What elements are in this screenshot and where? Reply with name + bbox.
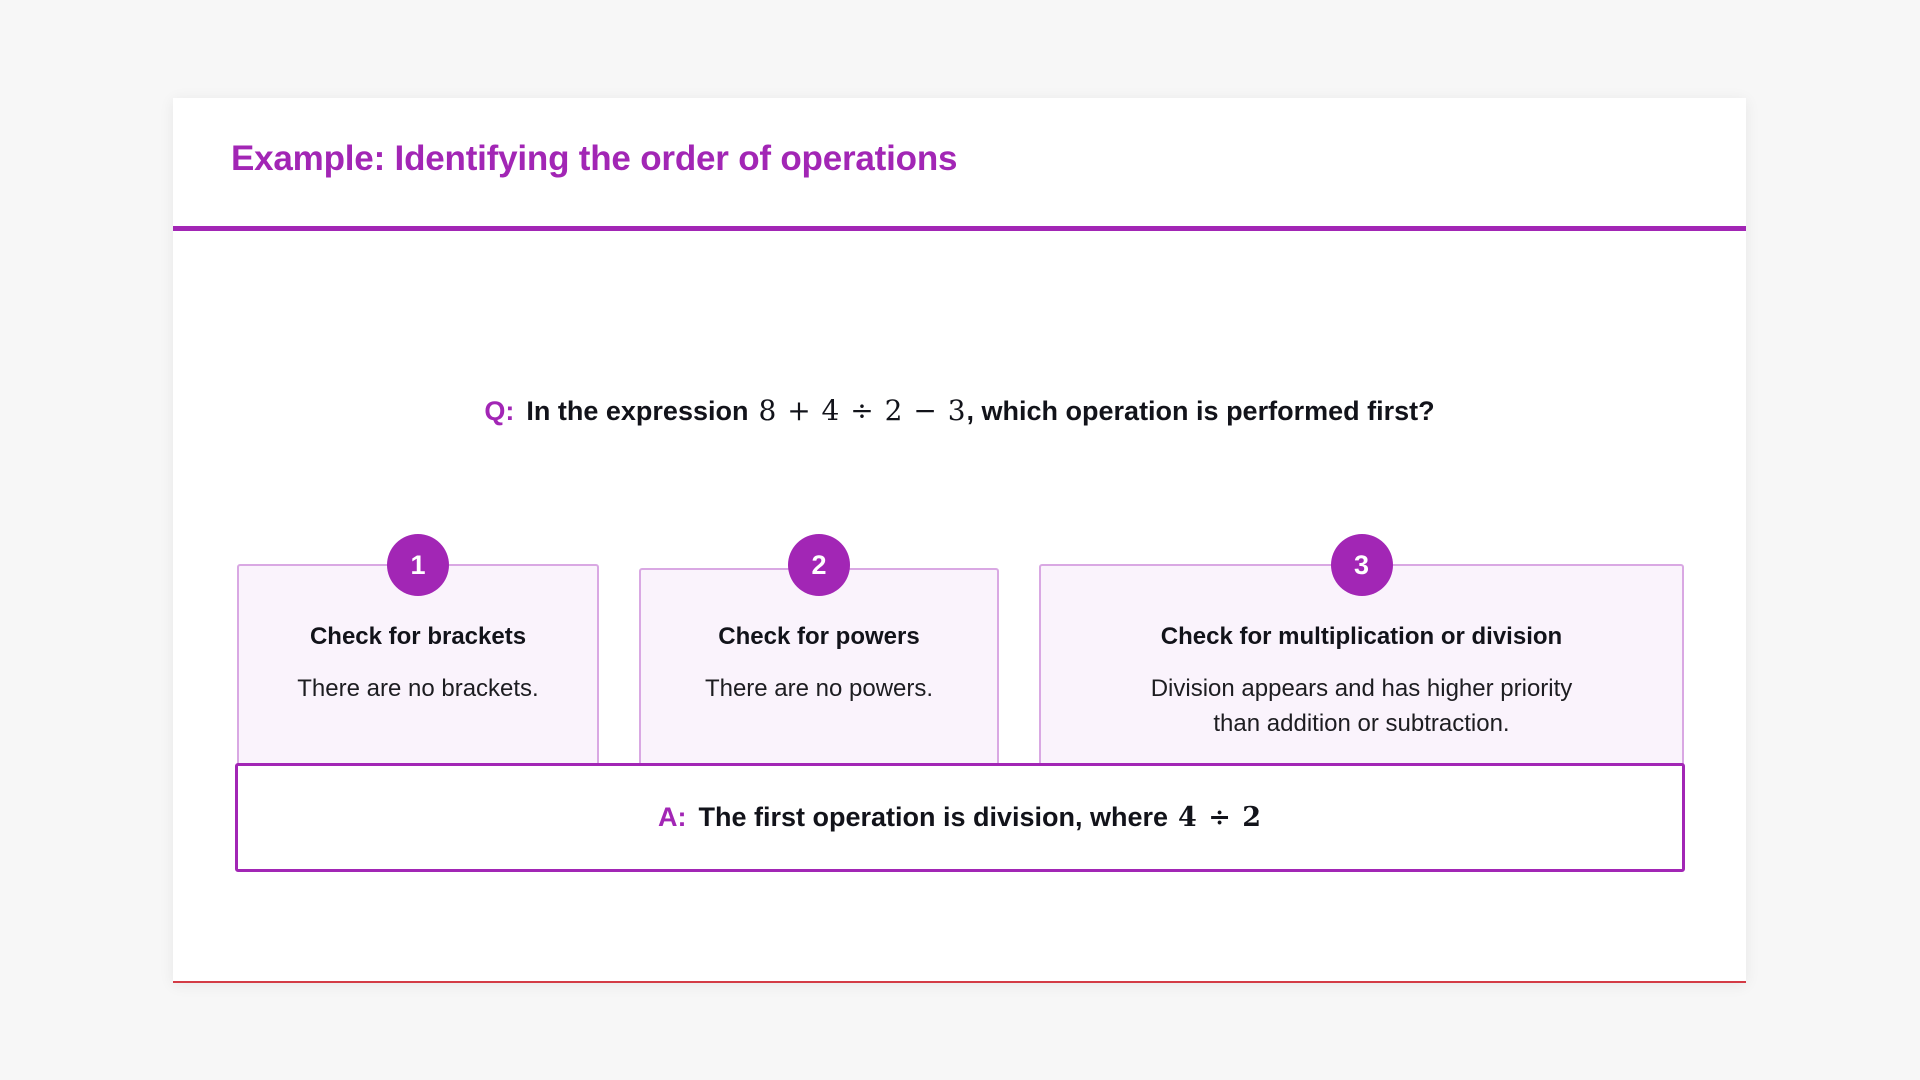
step-number-badge-1: 1 (387, 534, 449, 596)
step-title-3: Check for multiplication or division (1160, 623, 1563, 650)
question-row: Q: In the expression 8 + 4 ÷ 2 − 3, which … (173, 394, 1746, 427)
header-divider (173, 226, 1746, 231)
answer-expression: 4 ÷ 2 (1178, 802, 1263, 833)
step-title-2: Check for powers (718, 623, 920, 650)
step-number-badge-3: 3 (1330, 534, 1393, 596)
step-body-2: There are no powers. (704, 674, 934, 702)
step-title-1: Check for brackets (309, 623, 527, 650)
step-card-list: 1 Check for brackets There are no bracke… (173, 470, 1746, 813)
question-text-before: In the expression (526, 396, 749, 426)
question-text-after: , which operation is performed first? (966, 396, 1435, 426)
question-label: Q: (484, 396, 515, 426)
page-title: Example: Identifying the order of operat… (231, 139, 958, 178)
question-expression: 8 + 4 ÷ 2 − 3 (758, 394, 967, 427)
panel-header: Example: Identifying the order of operat… (173, 98, 1746, 231)
answer-label: A: (657, 802, 687, 832)
step-body-3: Division appears and has higher priority… (1150, 674, 1573, 737)
example-panel: Example: Identifying the order of operat… (173, 98, 1746, 983)
answer-box: A: The first operation is division, where… (235, 763, 1685, 872)
answer-text: The first operation is division, where (698, 802, 1169, 832)
step-number-badge-2: 2 (788, 534, 850, 596)
step-body-1: There are no brackets. (297, 674, 539, 702)
